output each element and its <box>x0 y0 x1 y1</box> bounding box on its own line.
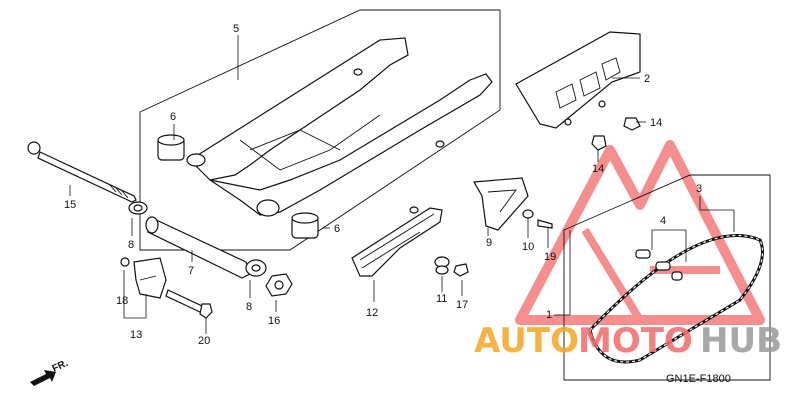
part-number: 11 <box>436 293 447 305</box>
part-number: 12 <box>366 307 378 319</box>
case-bolt-upper <box>623 117 641 131</box>
pivot-bolt <box>27 141 137 203</box>
bushing-lower <box>291 212 319 239</box>
part-number: 1 <box>546 309 552 321</box>
slider-collar <box>434 256 450 275</box>
part-number: 16 <box>268 315 280 327</box>
swingarm <box>186 37 493 217</box>
case-bolt-lower <box>591 135 607 151</box>
part-number: 18 <box>116 295 128 307</box>
guide-bolt <box>537 219 553 229</box>
chain-case <box>515 31 641 129</box>
front-direction-label: FR. <box>51 358 70 375</box>
diagram-code: GN1E-F1800 <box>666 373 731 385</box>
part-number: 20 <box>198 335 210 347</box>
chain-slider <box>351 206 443 277</box>
watermark-text-b: MOTO <box>578 321 693 361</box>
front-direction-arrow-icon <box>30 370 56 386</box>
part-number: 5 <box>233 23 239 35</box>
watermark-text: AUTO MOTO HUB <box>474 321 782 361</box>
part-number: 19 <box>544 251 556 263</box>
washer-lower <box>245 259 267 277</box>
part-number: 14 <box>650 117 662 129</box>
part-number: 4 <box>660 215 666 227</box>
part-number: 3 <box>696 183 702 195</box>
bracket-bolt <box>165 289 213 319</box>
part-number: 2 <box>644 73 650 85</box>
slider-bolt <box>453 263 469 277</box>
bracket <box>120 257 167 299</box>
part-number: 14 <box>592 163 604 175</box>
part-number: 8 <box>246 301 252 313</box>
watermark-text-a: AUTO <box>474 321 579 361</box>
part-number: 17 <box>456 299 468 311</box>
part-number: 6 <box>170 111 176 123</box>
watermark-text-c: HUB <box>700 321 782 361</box>
chain-region-outline <box>563 174 771 381</box>
chain-guide-plate <box>473 177 529 231</box>
part-number: 8 <box>128 239 134 251</box>
pivot-collar <box>145 216 251 279</box>
part-number: 9 <box>486 237 492 249</box>
pivot-nut <box>265 273 293 297</box>
swingarm-region-outline <box>139 9 501 251</box>
bushing-upper <box>157 134 185 161</box>
part-number: 13 <box>130 329 142 341</box>
part-number: 7 <box>188 265 194 277</box>
washer-upper <box>128 201 148 215</box>
leader-lines <box>69 35 735 334</box>
part-number: 15 <box>64 199 76 211</box>
part-number: 10 <box>522 241 534 253</box>
guide-washer <box>522 209 534 219</box>
watermark-logo <box>515 140 765 325</box>
part-number: 6 <box>334 223 340 235</box>
master-link <box>635 249 683 281</box>
